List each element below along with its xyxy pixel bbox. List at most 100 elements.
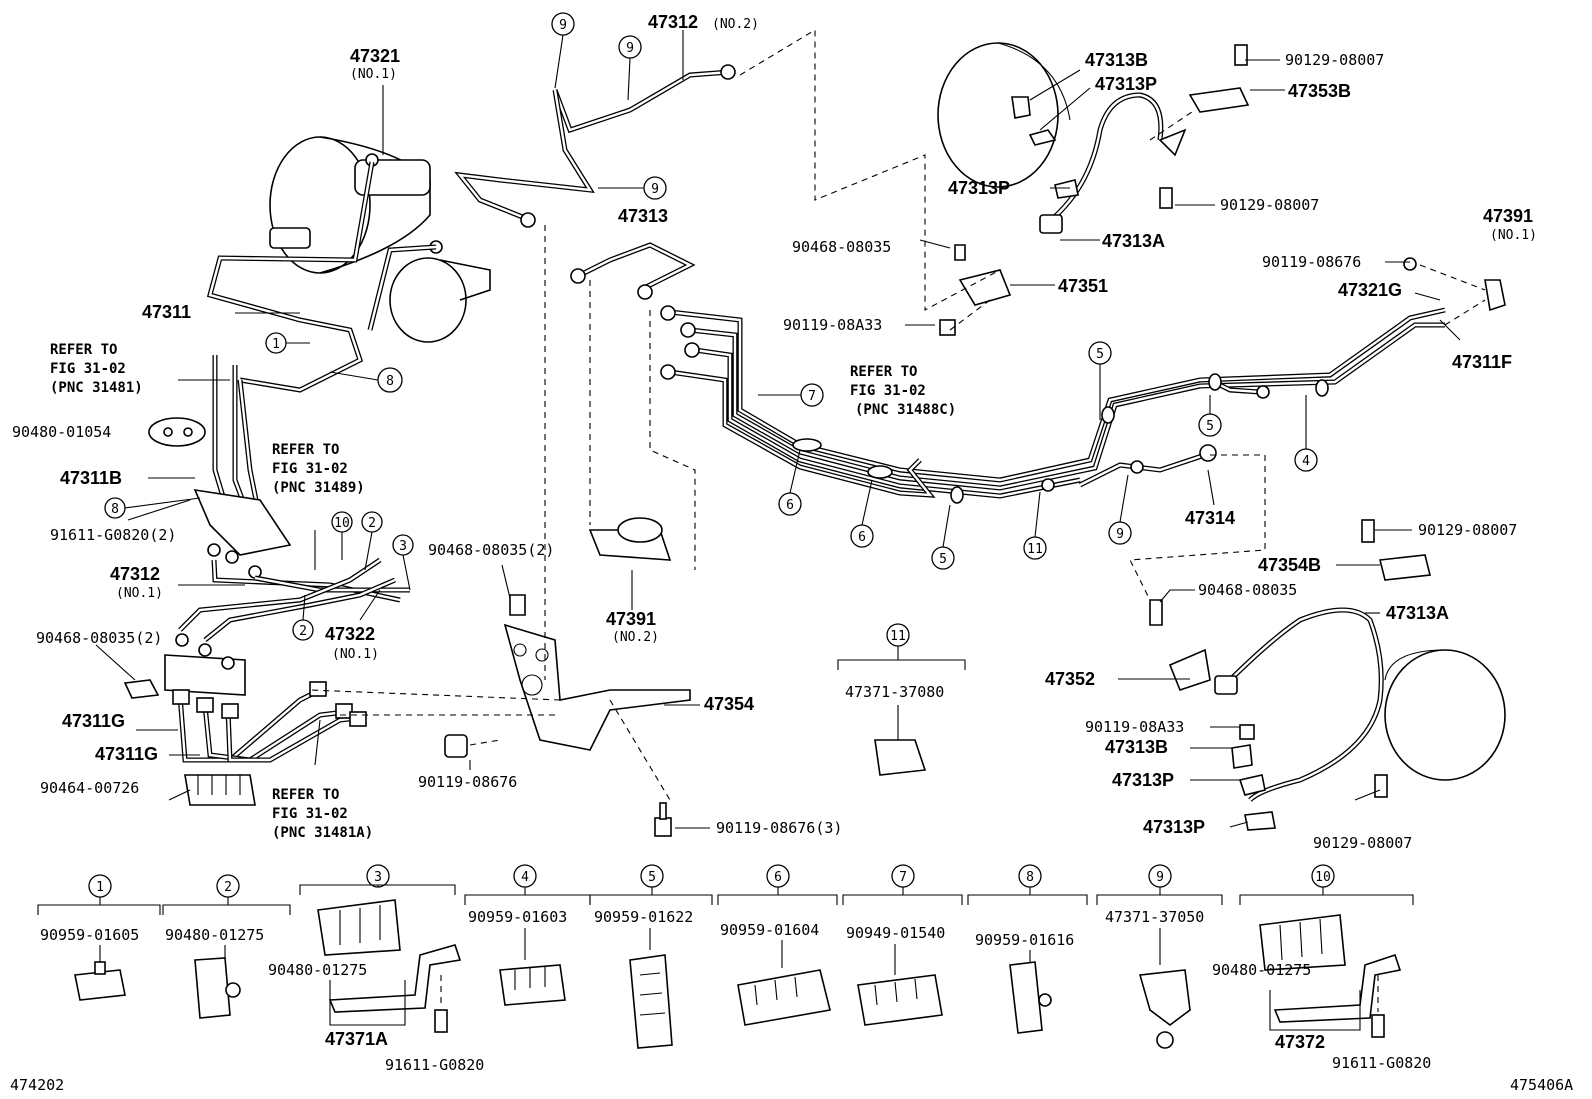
hose-47313A-lower [1214, 607, 1384, 802]
label-90129-08007-d: 90129-08007 [1313, 834, 1412, 852]
label-90119-08676-mid: 90119-08676 [418, 773, 517, 791]
legend-item-5: 5 90959-01622 [589, 864, 713, 1049]
label-refer3-c: (PNC 31481A) [272, 825, 373, 841]
clip-90468-08035-left [123, 679, 160, 699]
label-90119-08676-right: 90119-08676 [1262, 253, 1361, 271]
callouts: 1 8 8 10 2 3 2 9 9 9 7 6 6 5 11 9 5 5 4 … [104, 12, 1318, 647]
legend-item-9: 9 47371-37050 [1096, 864, 1223, 1049]
label-refer2-c: (PNC 31489) [272, 480, 365, 496]
callout-5b: 5 [1096, 347, 1104, 362]
callout-10: 10 [334, 516, 350, 531]
legend-10-extra2: 91611-G0820 [1332, 1054, 1431, 1072]
label-47312-left-sub: (NO.1) [116, 586, 163, 601]
label-refer1-c: (PNC 31481) [50, 380, 143, 396]
label-refer1-b: FIG 31-02 [50, 361, 126, 377]
legend-5-num: 5 [648, 870, 656, 885]
bracket-47391-no1 [1403, 257, 1506, 312]
callout-8: 8 [386, 374, 394, 389]
callout-2b: 2 [299, 624, 307, 639]
bracket-47391-no2 [588, 517, 672, 561]
callout-9d: 9 [1116, 527, 1124, 542]
legend: 1 90959-01605 2 90480-01275 3 90480-0127… [37, 864, 1431, 1074]
tube-47322-no1 [178, 557, 396, 642]
legend-item-3: 3 90480-01275 47371A 91611-G0820 [268, 864, 484, 1074]
label-47311B: 47311B [60, 468, 122, 488]
callout-8b: 8 [111, 502, 119, 517]
label-47311: 47311 [142, 302, 191, 322]
junction-block-47311B [193, 488, 292, 579]
callout-9b: 9 [626, 41, 634, 56]
labels: 47321 (NO.1) 47312 (NO.2) 47313 47311 RE… [12, 12, 1537, 852]
bracket-lower-left [164, 633, 246, 696]
label-47371-37080: 47371-37080 [845, 683, 944, 701]
label-90129-08007-c: 90129-08007 [1418, 521, 1517, 539]
legend-item-10: 10 90480-01275 47372 91611-G0820 [1212, 864, 1431, 1072]
clip-47371-37080 [874, 739, 927, 776]
bolt-90119-08676-mid [444, 734, 468, 758]
legend-2-part: 90480-01275 [165, 926, 264, 944]
legend-1-part: 90959-01605 [40, 926, 139, 944]
tube-47312-no2 [454, 64, 736, 228]
label-47322: 47322 [325, 624, 375, 644]
label-47322-sub: (NO.1) [332, 647, 379, 662]
figure-code-left: 474202 [10, 1076, 64, 1094]
legend-item-6: 6 90959-01604 [717, 864, 838, 1026]
label-refer3-a: REFER TO [272, 787, 339, 803]
label-47313P-bottom2: 47313P [1143, 817, 1205, 837]
label-90468-08035-top: 90468-08035 [792, 238, 891, 256]
label-refer4-a: REFER TO [850, 364, 917, 380]
label-47391-no1: 47391 [1483, 206, 1533, 226]
legend-3-part: 90480-01275 [268, 961, 367, 979]
tube-47313 [570, 242, 696, 300]
tube-47311G [172, 681, 367, 763]
bracket-47354B [1231, 519, 1431, 831]
label-47313A-bottom: 47313A [1386, 603, 1449, 623]
label-refer4-c: (PNC 31488C) [855, 402, 956, 418]
callout-9a: 9 [559, 18, 567, 33]
wheel-hub-lower [1384, 649, 1506, 781]
legend-4-part: 90959-01603 [468, 908, 567, 926]
label-90468-08035-2-left: 90468-08035(2) [36, 629, 162, 647]
label-47313A-top: 47313A [1102, 231, 1165, 251]
tube-bundle-main [660, 305, 1446, 504]
clip-90468-08035-mid [509, 594, 526, 616]
callout-11b: 11 [890, 629, 906, 644]
legend-item-8: 8 90959-01616 [967, 864, 1088, 1034]
label-90129-08007-a: 90129-08007 [1285, 51, 1384, 69]
legend-6-part: 90959-01604 [720, 921, 819, 939]
label-47312-left: 47312 [110, 564, 160, 584]
legend-3-extra1: 47371A [325, 1029, 388, 1049]
label-47312-top: 47312 [648, 12, 698, 32]
bolt-90119-08676-3 [654, 802, 672, 837]
leader-lines [95, 30, 1461, 829]
label-90119-08A33-top: 90119-08A33 [783, 316, 882, 334]
label-47391-no1-sub: (NO.1) [1490, 228, 1537, 243]
legend-10-num: 10 [1315, 870, 1331, 885]
label-47321G: 47321G [1338, 280, 1402, 300]
label-47354: 47354 [704, 694, 754, 714]
label-47352: 47352 [1045, 669, 1095, 689]
label-47354B: 47354B [1258, 555, 1321, 575]
clip-90464-00726 [184, 774, 256, 806]
label-47313P-bottom1: 47313P [1112, 770, 1174, 790]
legend-8-num: 8 [1026, 870, 1034, 885]
label-90468-08035-right: 90468-08035 [1198, 581, 1297, 599]
legend-item-2: 2 90480-01275 [162, 874, 291, 1019]
bracket-47353B [1159, 44, 1250, 209]
bracket-47352 [1149, 599, 1255, 740]
label-90119-08A33-bottom: 90119-08A33 [1085, 718, 1184, 736]
label-47313P-top2: 47313P [948, 178, 1010, 198]
legend-3-num: 3 [374, 870, 382, 885]
callout-6b: 6 [858, 530, 866, 545]
callout-7: 7 [808, 389, 816, 404]
callout-5a: 5 [939, 552, 947, 567]
legend-item-1: 1 90959-01605 [37, 874, 161, 1001]
guide-lines [309, 29, 1486, 801]
legend-item-4: 4 90959-01603 [464, 864, 591, 1006]
legend-3-extra2: 91611-G0820 [385, 1056, 484, 1074]
legend-7-part: 90949-01540 [846, 924, 945, 942]
figure-code-right: 475406A [1510, 1076, 1573, 1094]
callout-2a: 2 [368, 516, 376, 531]
label-90480-01054: 90480-01054 [12, 423, 111, 441]
label-47353B: 47353B [1288, 81, 1351, 101]
